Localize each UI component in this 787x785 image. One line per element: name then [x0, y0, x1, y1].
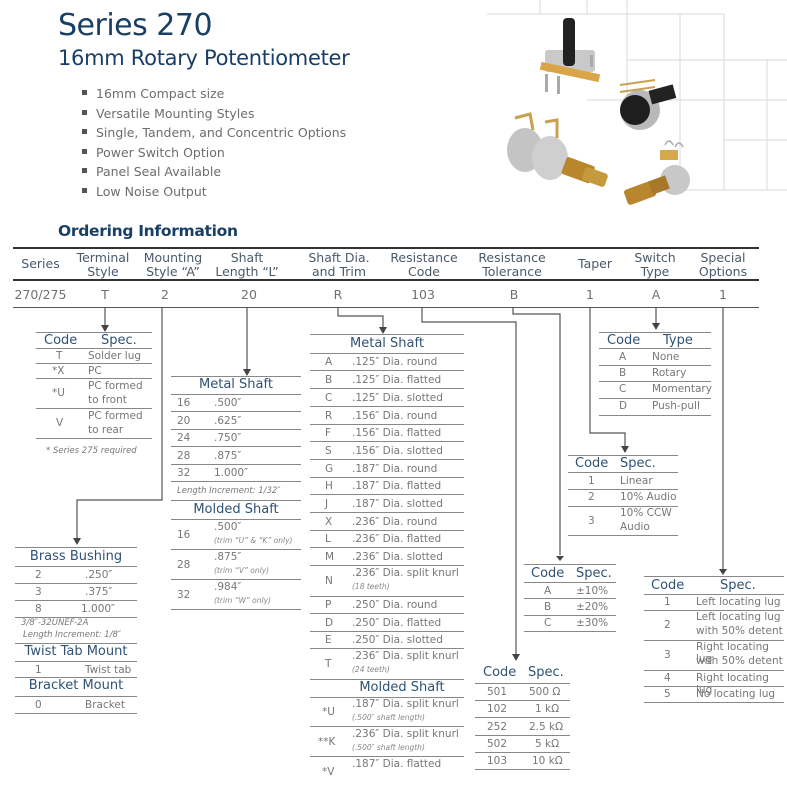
shaft-dia-table: Metal Shaft A.125″ Dia. round B.125″ Dia…: [310, 334, 464, 780]
feature-item: Panel Seal Available: [82, 162, 346, 182]
value-shaft-dia: R: [333, 287, 343, 302]
page-title: Series 270: [58, 8, 213, 43]
value-switch: A: [651, 287, 661, 302]
decorative-grid: [487, 0, 787, 191]
ordering-title: Ordering Information: [58, 222, 238, 240]
page-subtitle: 16mm Rotary Potentiometer: [58, 46, 350, 70]
value-special: 1: [719, 287, 727, 302]
values-rule: [13, 307, 759, 308]
feature-list: 16mm Compact size Versatile Mounting Sty…: [82, 84, 346, 201]
value-mounting: 2: [161, 287, 169, 302]
feature-item: Single, Tandem, and Concentric Options: [82, 123, 346, 143]
col-header-shaft-dia: Shaft Dia.and Trim: [308, 250, 370, 279]
shaft-length-table: Metal Shaft 16.500″ 20.625″ 24.750″ 28.8…: [171, 376, 301, 611]
header-rule-top: [13, 247, 759, 249]
col-header-taper: Taper: [578, 256, 612, 271]
col-header-series: Series: [21, 256, 60, 271]
value-tolerance: B: [509, 287, 519, 302]
value-terminal: T: [101, 287, 109, 302]
header-rule-bottom: [13, 279, 759, 281]
product-photo: [507, 18, 690, 205]
value-series: 270/275: [14, 287, 67, 302]
feature-item: Low Noise Output: [82, 182, 346, 202]
value-resistance-code: 103: [411, 287, 435, 302]
feature-item: Versatile Mounting Styles: [82, 104, 346, 124]
value-taper: 1: [586, 287, 594, 302]
feature-item: 16mm Compact size: [82, 84, 346, 104]
feature-item: Power Switch Option: [82, 143, 346, 163]
value-shaft-length: 20: [241, 287, 257, 302]
